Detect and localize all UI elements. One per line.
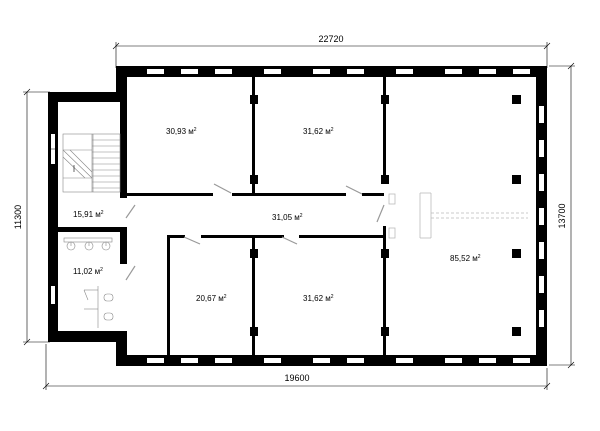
room-area-top-left: 30,93 м2 xyxy=(166,127,197,136)
room-area-top-mid: 31,62 м2 xyxy=(303,127,334,136)
room-area-corridor: 31,05 м2 xyxy=(272,213,303,222)
interior-walls xyxy=(127,77,521,355)
dimension-lines xyxy=(23,42,575,390)
windows xyxy=(51,69,544,363)
room-area-bottom-mid: 31,62 м2 xyxy=(303,294,334,303)
room-area-hall: 85,52 м2 xyxy=(450,254,481,263)
room-area-stairs: 15,91 м2 xyxy=(73,210,104,219)
room-area-wc: 11,02 м2 xyxy=(73,267,103,276)
hall-opening xyxy=(388,192,528,239)
dimension-top: 22720 xyxy=(318,34,343,44)
dimension-right: 13700 xyxy=(557,203,567,228)
staircase xyxy=(62,133,121,193)
dimension-left: 11300 xyxy=(13,205,23,229)
wc-fixtures xyxy=(63,237,114,328)
dimension-bottom: 19600 xyxy=(284,373,309,383)
room-area-bottom-left: 20,67 м2 xyxy=(196,294,227,303)
doors xyxy=(125,183,385,281)
